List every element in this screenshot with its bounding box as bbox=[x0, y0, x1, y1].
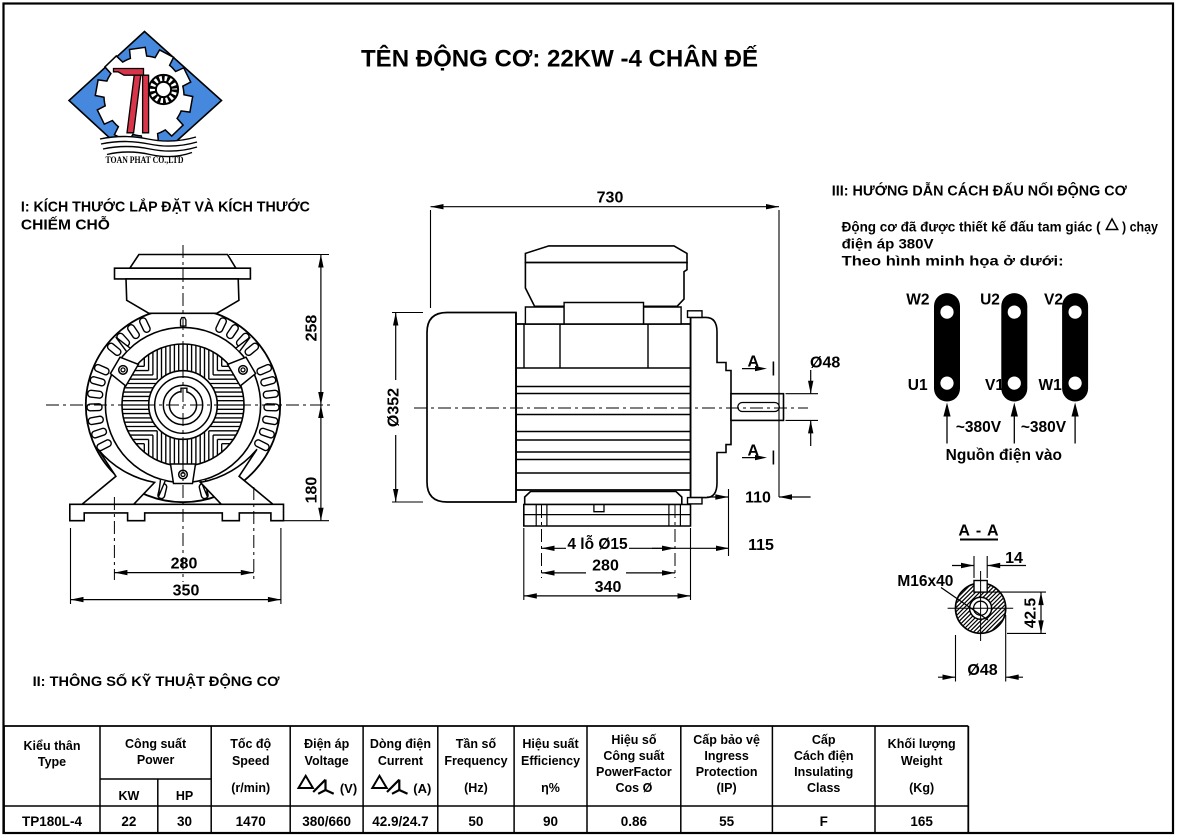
svg-text:W1: W1 bbox=[1038, 377, 1062, 394]
svg-text:Speed: Speed bbox=[232, 754, 270, 768]
svg-text:Tần số: Tần số bbox=[456, 737, 497, 751]
svg-text:Ø352: Ø352 bbox=[386, 388, 403, 427]
svg-text:Ø48: Ø48 bbox=[967, 662, 997, 679]
svg-text:W2: W2 bbox=[906, 292, 929, 309]
svg-text:Cách điện: Cách điện bbox=[794, 749, 854, 763]
svg-text:Điện áp: Điện áp bbox=[304, 737, 350, 751]
svg-text:A: A bbox=[748, 354, 760, 371]
svg-text:U2: U2 bbox=[980, 292, 1000, 309]
svg-text:Tốc độ: Tốc độ bbox=[230, 737, 271, 751]
svg-text:) chạy: ) chạy bbox=[1122, 220, 1158, 235]
svg-text:Protection: Protection bbox=[696, 765, 758, 779]
svg-text:14: 14 bbox=[1005, 550, 1023, 567]
svg-text:90: 90 bbox=[543, 814, 558, 829]
svg-text:Khối lượng: Khối lượng bbox=[888, 737, 956, 751]
svg-text:I: KÍCH THƯỚC LẮP ĐẶT VÀ KÍCH: I: KÍCH THƯỚC LẮP ĐẶT VÀ KÍCH THƯỚC bbox=[21, 198, 310, 216]
svg-text:Công suất: Công suất bbox=[125, 737, 187, 751]
svg-text:Class: Class bbox=[807, 781, 840, 795]
svg-text:V1: V1 bbox=[985, 377, 1004, 394]
svg-text:TOAN PHAT CO.,LTD: TOAN PHAT CO.,LTD bbox=[106, 155, 184, 165]
svg-text:380/660: 380/660 bbox=[302, 814, 351, 829]
svg-text:điện áp 380V: điện áp 380V bbox=[842, 237, 934, 252]
svg-text:42.5: 42.5 bbox=[1023, 598, 1040, 629]
svg-text:η%: η% bbox=[541, 781, 560, 795]
svg-text:~380V: ~380V bbox=[956, 419, 1002, 436]
svg-text:Cấp bảo vệ: Cấp bảo vệ bbox=[693, 733, 760, 747]
svg-text:Kiểu thân: Kiểu thân bbox=[24, 739, 81, 753]
svg-text:Dòng điện: Dòng điện bbox=[370, 737, 431, 751]
svg-text:0.86: 0.86 bbox=[621, 814, 648, 829]
svg-text:4 lỗ Ø15: 4 lỗ Ø15 bbox=[567, 536, 628, 553]
svg-text:280: 280 bbox=[592, 558, 619, 575]
svg-text:Power: Power bbox=[137, 753, 175, 767]
svg-text:165: 165 bbox=[910, 814, 933, 829]
svg-text:HP: HP bbox=[176, 789, 193, 803]
svg-text:22: 22 bbox=[121, 814, 136, 829]
svg-text:1470: 1470 bbox=[236, 814, 266, 829]
svg-text:V2: V2 bbox=[1044, 292, 1063, 309]
svg-text:340: 340 bbox=[595, 579, 622, 596]
svg-text:Hiệu số: Hiệu số bbox=[611, 733, 657, 747]
svg-text:55: 55 bbox=[719, 814, 735, 829]
svg-text:Nguồn điện vào: Nguồn điện vào bbox=[946, 447, 1062, 464]
svg-text:Insulating: Insulating bbox=[794, 765, 853, 779]
svg-text:Cấp: Cấp bbox=[812, 733, 836, 747]
svg-text:Voltage: Voltage bbox=[305, 754, 349, 768]
svg-text:350: 350 bbox=[173, 583, 200, 600]
svg-text:CHIẾM CHỖ: CHIẾM CHỖ bbox=[21, 216, 110, 234]
svg-text:Weight: Weight bbox=[901, 754, 943, 768]
svg-text:III: HƯỚNG DẪN CÁCH ĐẤU NỐI ĐỘ: III: HƯỚNG DẪN CÁCH ĐẤU NỐI ĐỘNG CƠ bbox=[832, 182, 1128, 200]
svg-text:Ø48: Ø48 bbox=[810, 355, 840, 372]
svg-text:42.9/24.7: 42.9/24.7 bbox=[372, 814, 428, 829]
svg-text:~380V: ~380V bbox=[1021, 419, 1067, 436]
svg-text:115: 115 bbox=[748, 537, 774, 554]
svg-text:Cos Ø: Cos Ø bbox=[615, 781, 652, 795]
svg-text:TP180L-4: TP180L-4 bbox=[22, 814, 83, 829]
svg-text:280: 280 bbox=[171, 556, 198, 573]
svg-text:110: 110 bbox=[745, 490, 771, 507]
svg-text:Type: Type bbox=[38, 755, 66, 769]
svg-text:Frequency: Frequency bbox=[444, 754, 507, 768]
svg-text:(A): (A) bbox=[413, 781, 431, 796]
svg-text:U1: U1 bbox=[908, 377, 928, 394]
svg-text:A - A: A - A bbox=[958, 523, 999, 540]
svg-text:PowerFactor: PowerFactor bbox=[596, 765, 672, 779]
svg-text:Theo hình minh họa ở dưới:: Theo hình minh họa ở dưới: bbox=[842, 254, 1064, 269]
svg-text:F: F bbox=[820, 814, 828, 829]
svg-text:30: 30 bbox=[177, 814, 192, 829]
svg-text:Efficiency: Efficiency bbox=[521, 754, 580, 768]
svg-text:50: 50 bbox=[468, 814, 483, 829]
svg-text:(Hz): (Hz) bbox=[464, 781, 488, 795]
svg-text:KW: KW bbox=[118, 789, 139, 803]
svg-text:TÊN ĐỘNG CƠ: 22KW -4 CHÂN ĐẾ: TÊN ĐỘNG CƠ: 22KW -4 CHÂN ĐẾ bbox=[361, 45, 758, 73]
svg-text:M16x40: M16x40 bbox=[897, 573, 953, 590]
svg-text:Động cơ đã được thiết kế đấu t: Động cơ đã được thiết kế đấu tam giác ( bbox=[842, 220, 1102, 235]
svg-text:(IP): (IP) bbox=[717, 781, 737, 795]
svg-text:730: 730 bbox=[597, 190, 624, 207]
svg-text:Ingress: Ingress bbox=[704, 749, 749, 763]
svg-text:Current: Current bbox=[378, 754, 424, 768]
svg-text:(V): (V) bbox=[340, 781, 357, 796]
svg-text:II: THÔNG SỐ KỸ THUẬT ĐỘNG CƠ: II: THÔNG SỐ KỸ THUẬT ĐỘNG CƠ bbox=[33, 672, 280, 689]
svg-text:A: A bbox=[748, 443, 760, 460]
svg-text:(r/min): (r/min) bbox=[231, 781, 270, 795]
svg-text:Công suất: Công suất bbox=[603, 749, 665, 763]
svg-text:Hiệu suất: Hiệu suất bbox=[522, 737, 579, 751]
svg-text:(Kg): (Kg) bbox=[909, 781, 934, 795]
svg-text:258: 258 bbox=[304, 315, 321, 342]
svg-text:180: 180 bbox=[304, 477, 321, 504]
